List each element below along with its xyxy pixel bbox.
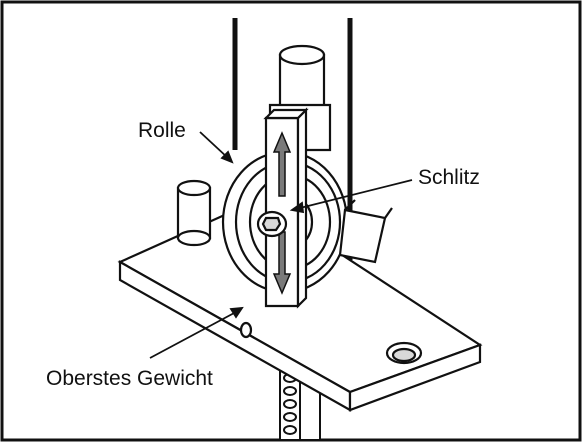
label-rolle: Rolle: [138, 119, 186, 142]
label-oberstes-gewicht: Oberstes Gewicht: [46, 367, 213, 390]
pin-hole: [239, 321, 253, 339]
label-schlitz: Schlitz: [418, 166, 480, 189]
side-bracket: [338, 199, 393, 264]
post: [176, 179, 212, 247]
leader-lines: [149, 131, 413, 359]
screw: [256, 210, 288, 238]
slot-arrows: [272, 131, 292, 295]
slotted-bar: [263, 107, 309, 309]
